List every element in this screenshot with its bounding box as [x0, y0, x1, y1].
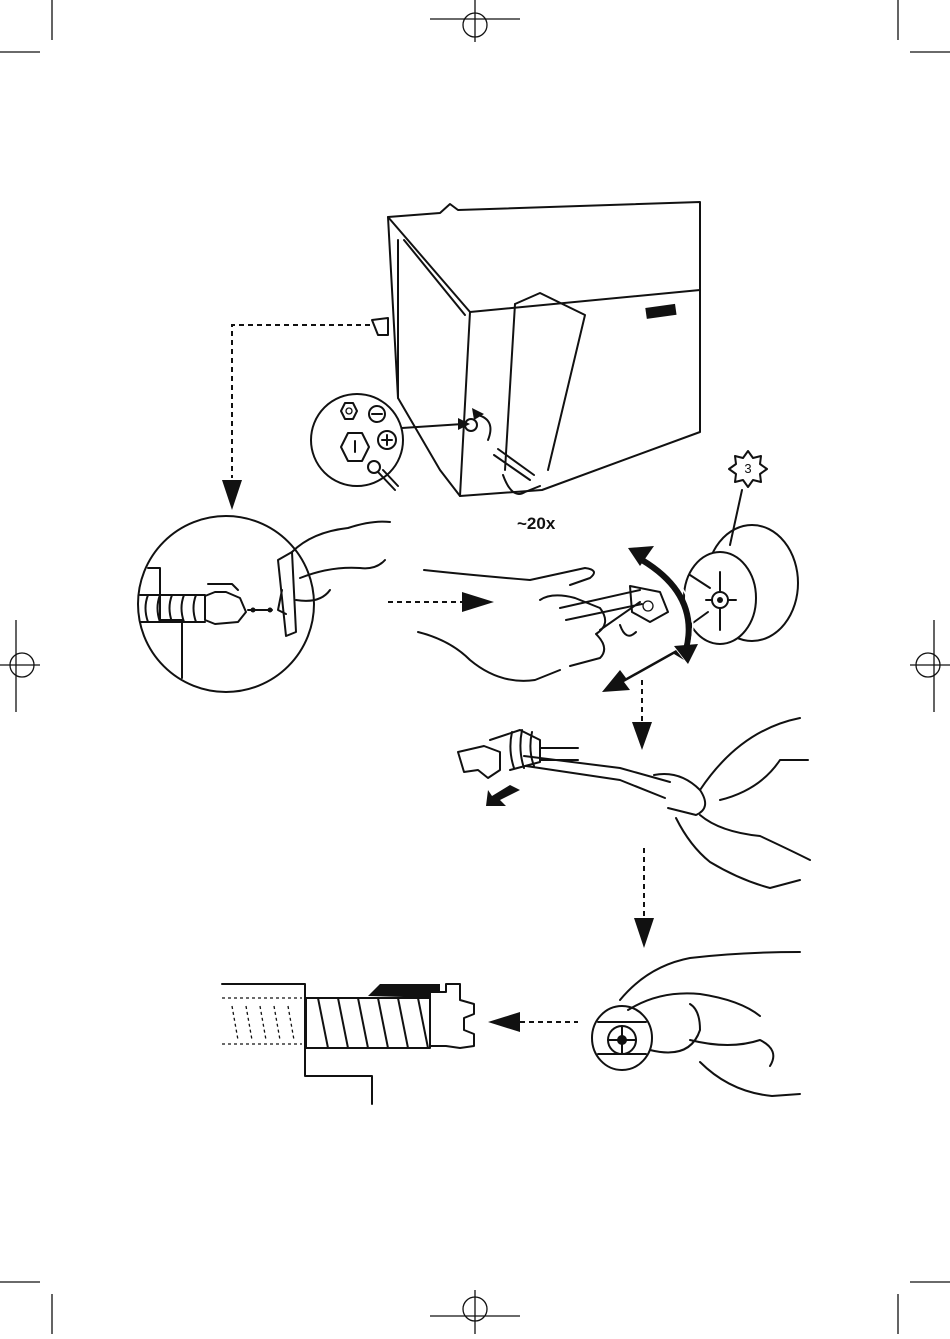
step-badge-number: 3 — [736, 461, 760, 476]
hand-fitting-foot — [592, 952, 800, 1096]
dashed-arrow-down-2 — [634, 848, 654, 948]
appliance-cabinet — [372, 202, 700, 496]
hex-head-icon — [341, 403, 357, 419]
registration-mark-bottom — [430, 1290, 520, 1334]
repeat-count-label: ~20x — [517, 514, 555, 534]
hand-with-pliers — [418, 568, 668, 681]
threaded-foot-cross-section — [222, 984, 474, 1104]
screwdriver-heads-magnifier — [311, 394, 470, 490]
phillips-head-icon — [378, 431, 396, 449]
dashed-arrow-right — [388, 592, 494, 612]
hinge-detail-magnifier — [138, 516, 390, 692]
dashed-arrow-left — [488, 1012, 578, 1032]
slot-head-icon — [369, 406, 385, 422]
registration-mark-right — [910, 620, 950, 712]
adjustable-foot-wheel — [684, 525, 798, 644]
dashed-arrow-down-1 — [632, 680, 652, 750]
pliers-removing-foot — [458, 718, 810, 888]
registration-mark-top — [430, 0, 520, 42]
large-hex-head-icon — [341, 433, 369, 461]
registration-mark-left — [0, 620, 40, 712]
pull-arrow-icon — [602, 650, 684, 692]
